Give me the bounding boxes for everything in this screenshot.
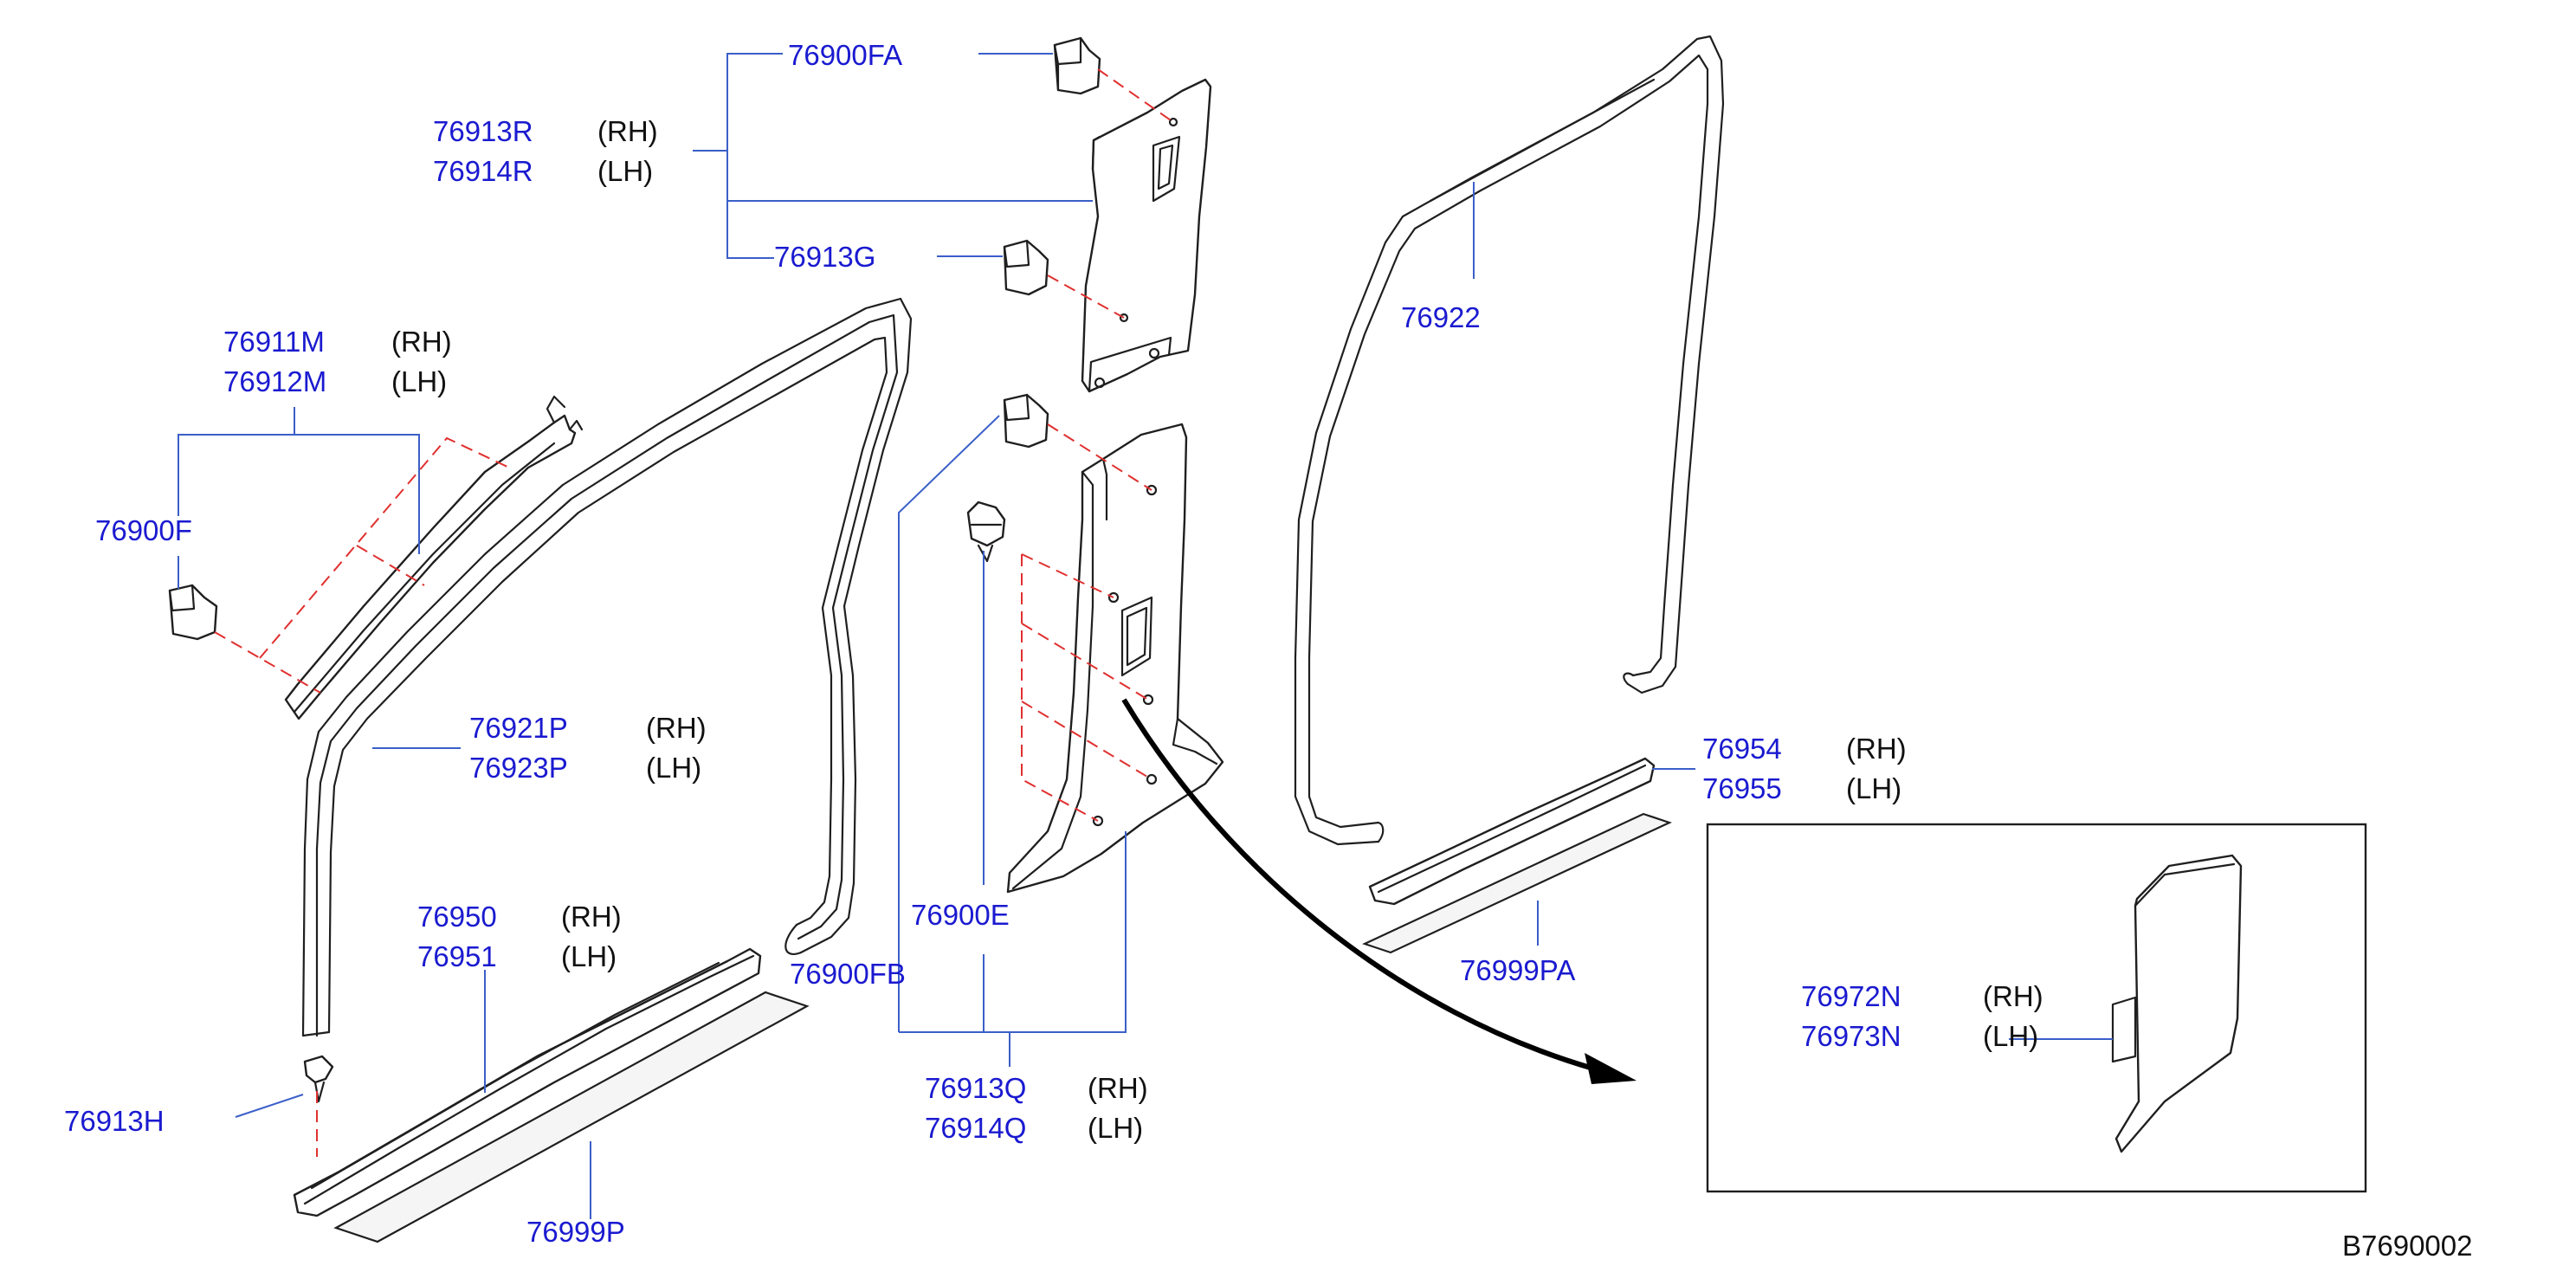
front-pillar-garnish [284,395,584,720]
clip-76900f [168,584,218,641]
label-76913q: 76913Q [925,1072,1026,1104]
pillar-garnish-lower [1006,423,1224,894]
side-rh-76972n: (RH) [1983,980,2043,1012]
label-76913h: 76913H [64,1105,165,1137]
label-76922: 76922 [1401,301,1481,333]
label-76913r: 76913R [433,115,533,147]
label-76914r: 76914R [433,155,533,187]
diagram-code: B7690002 [2342,1230,2472,1262]
cap-76972n [2111,854,2243,1153]
label-76972n: 76972N [1801,980,1901,1012]
label-76900fb: 76900FB [790,958,906,990]
label-76999pa: 76999PA [1460,954,1575,986]
label-76914q: 76914Q [925,1112,1026,1144]
side-rh-76950: (RH) [561,901,622,933]
side-lh-76973n: (LH) [1983,1020,2038,1052]
side-rh-76911m: (RH) [391,326,452,358]
label-76951: 76951 [417,940,497,972]
front-step-plate [293,947,762,1217]
label-76900fa: 76900FA [788,39,902,71]
clip-76913g [1003,239,1049,296]
front-step-tape [333,991,810,1243]
push-clip-76900e [966,500,1006,563]
rear-step-plate [1368,757,1656,906]
clip-center-upper [1003,393,1049,449]
hidden-lines [214,68,1174,1157]
label-76923p: 76923P [469,752,568,784]
clip-76913h [303,1055,334,1103]
leader-lines [178,53,2113,1219]
label-76911m: 76911M [223,326,325,358]
label-76955: 76955 [1702,772,1782,804]
part-labels: 76900FA 76913R (RH) 76914R (LH) 76913G 7… [64,39,2472,1262]
rear-step-tape [1362,812,1672,954]
side-lh-76923p: (LH) [646,752,701,784]
label-76921p: 76921P [469,712,568,744]
side-rh-76921p: (RH) [646,712,707,744]
detail-arrow [1121,698,1637,1084]
side-rh-76954: (RH) [1846,733,1907,765]
label-76973n: 76973N [1801,1020,1901,1052]
side-lh-76955: (LH) [1846,772,1901,804]
label-76954: 76954 [1702,733,1782,765]
side-rh-76913q: (RH) [1088,1072,1148,1104]
label-76999p: 76999P [526,1216,625,1248]
label-76900f: 76900F [95,514,192,546]
label-76950: 76950 [417,901,497,933]
side-lh-76914q: (LH) [1088,1112,1143,1144]
side-lh-76912m: (LH) [391,365,447,397]
label-76912m: 76912M [223,365,326,397]
detail-box [1706,823,2367,1193]
side-lh-76914r: (LH) [597,155,653,187]
label-76913g: 76913G [774,241,875,273]
pillar-garnish-upper [1081,78,1212,393]
clip-76900fa [1053,36,1101,95]
front-weatherstrip [301,297,913,1037]
side-rh-76913r: (RH) [597,115,658,147]
label-76900e: 76900E [911,899,1010,931]
side-lh-76951: (LH) [561,940,617,972]
rear-weatherstrip [1294,35,1725,846]
